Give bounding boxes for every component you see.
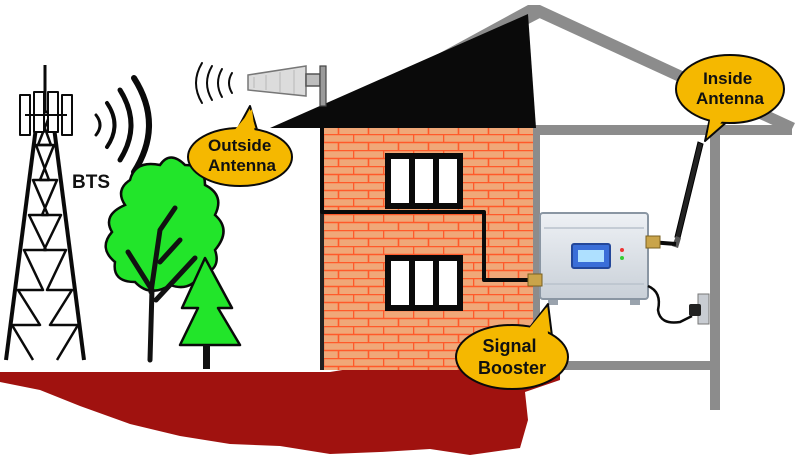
- pine-tree-icon: [178, 256, 242, 369]
- svg-text:Signal Booster: Signal Booster: [478, 336, 546, 378]
- wall-edge: [320, 128, 324, 370]
- cell-tower-icon: [4, 65, 86, 361]
- signal-waves-icon: [94, 75, 152, 175]
- signal-booster-callout: Signal Booster: [455, 303, 569, 390]
- frame-post-right: [710, 125, 720, 410]
- signal-booster-line1: Signal: [482, 336, 536, 356]
- window-upper: [385, 153, 463, 209]
- outside-antenna-callout: Outside Antenna: [187, 105, 293, 187]
- window-lower: [385, 255, 463, 311]
- inside-antenna-line2: Antenna: [696, 89, 765, 108]
- svg-text:Inside Antenna: Inside Antenna: [696, 69, 765, 108]
- whip-antenna-icon: [672, 141, 704, 248]
- svg-text:Outside Antenna: Outside Antenna: [208, 136, 277, 175]
- outside-antenna-line2: Antenna: [208, 156, 277, 175]
- frame-floor-mid: [540, 361, 712, 370]
- inside-antenna-line1: Inside: [703, 69, 752, 88]
- power-adapter-icon: [689, 293, 710, 325]
- outside-antenna-line1: Outside: [208, 136, 271, 155]
- tree-icon: [104, 156, 225, 363]
- bts-label: BTS: [72, 172, 110, 193]
- booster-unit-icon: [527, 212, 661, 305]
- ground: [0, 368, 560, 455]
- outside-signal-waves-icon: [195, 62, 233, 104]
- coax-cable: [320, 100, 540, 282]
- inside-antenna-callout: Inside Antenna: [675, 54, 785, 142]
- power-cable: [647, 284, 693, 324]
- frame-post-left: [530, 125, 540, 370]
- frame-beam-top: [530, 125, 792, 135]
- signal-booster-line2: Booster: [478, 358, 546, 378]
- house-roof: [270, 14, 536, 128]
- panel-antenna-icon: [247, 65, 327, 107]
